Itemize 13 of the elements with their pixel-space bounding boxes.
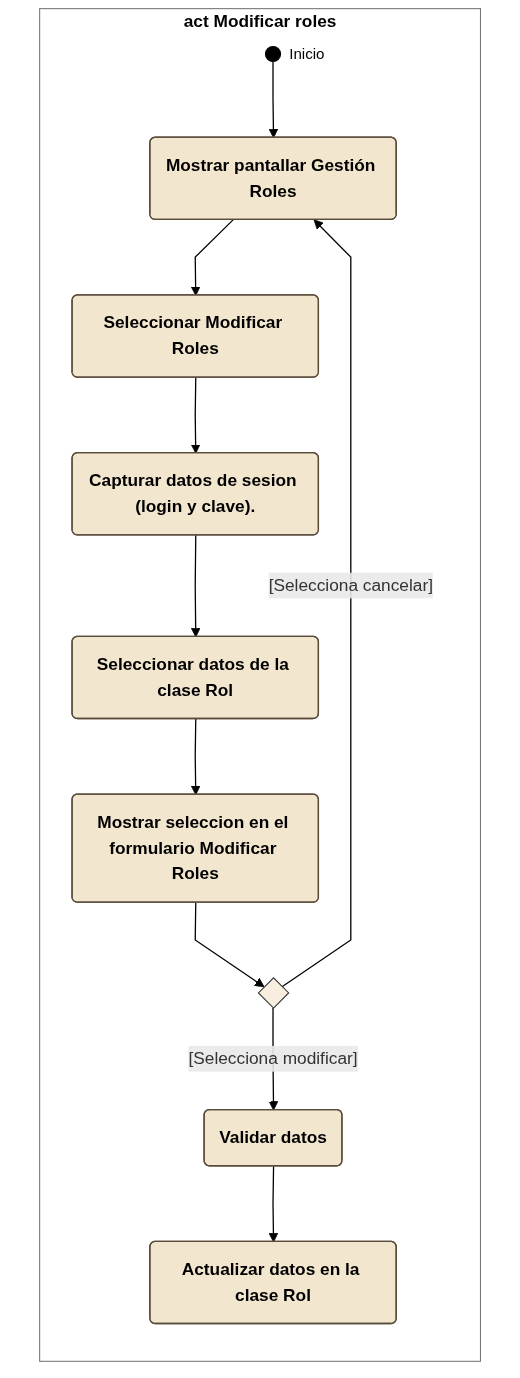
arrow — [190, 376, 201, 454]
edge-label: [Selecciona cancelar] — [268, 575, 433, 595]
node-diamond — [257, 977, 290, 1009]
node-circle — [264, 45, 282, 63]
arrow — [281, 219, 352, 988]
arrow — [268, 60, 279, 139]
edge-label: [Selecciona modificar] — [188, 1049, 358, 1068]
arrow — [190, 718, 201, 796]
arrow — [194, 902, 265, 988]
node-caption: Inicio — [289, 45, 325, 63]
arrow — [190, 219, 234, 296]
arrow — [268, 1165, 279, 1243]
arrow — [190, 534, 201, 638]
